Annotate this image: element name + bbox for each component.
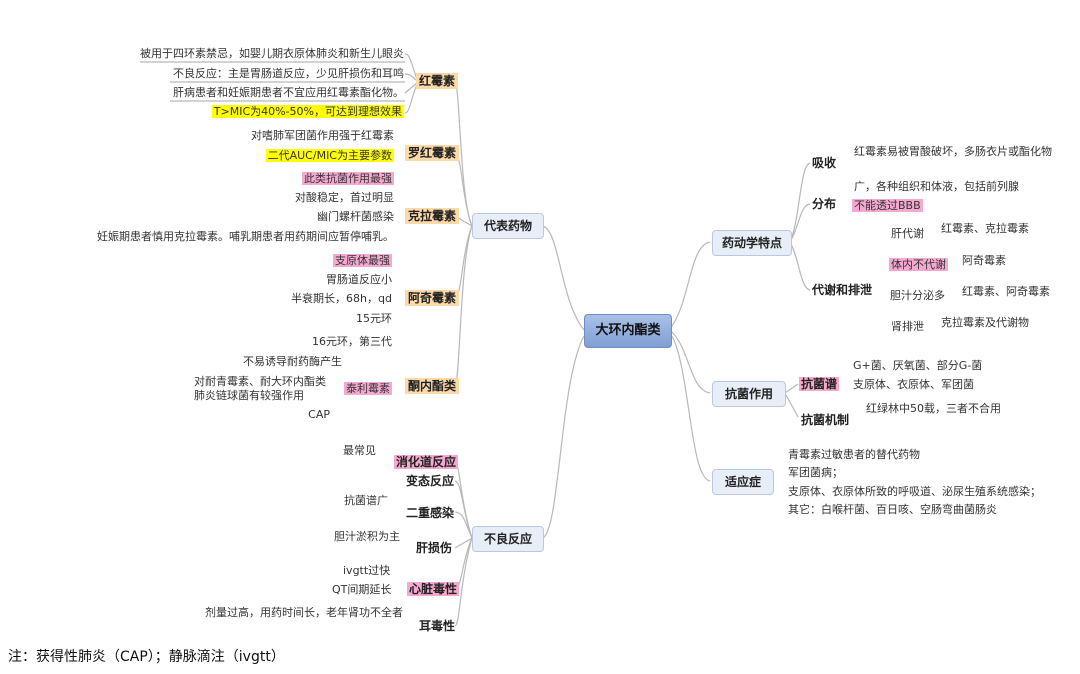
erchong-detail: 抗菌谱广: [344, 494, 388, 507]
adverse-erchong[interactable]: 二重感染: [406, 506, 455, 520]
hongmeisu-item: T>MIC为40%-50%，可达到理想效果: [211, 105, 404, 119]
daixie-detail: 红霉素、克拉霉素: [941, 222, 1029, 235]
shiying-item: 军团菌病；: [788, 466, 843, 479]
drug-tong[interactable]: 酮内酯类: [405, 378, 460, 394]
daixie-detail: 红霉素、阿奇霉素: [962, 285, 1050, 298]
xinzang-detail: ivgtt过快: [343, 564, 391, 577]
adverse-xinzang[interactable]: 心脏毒性: [407, 582, 460, 597]
drug-tailisu-label: 泰利霉素: [344, 382, 392, 395]
tailisu-item: 肺炎链球菌有较强作用: [194, 389, 304, 402]
kangjun-pu[interactable]: 抗菌谱: [799, 377, 840, 392]
shiying-item: 支原体、衣原体所致的呼吸道、泌尿生殖系统感染；: [788, 485, 1041, 498]
daixie-item: 体内不代谢: [889, 258, 948, 272]
adverse-xiaohua[interactable]: 消化道反应: [394, 455, 459, 470]
pu-detail: G+菌、厌氧菌、部分G-菌: [853, 359, 983, 372]
adverse-erdu[interactable]: 耳毒性: [419, 619, 456, 633]
branch-daibiao[interactable]: 代表药物: [472, 213, 544, 239]
branch-kangjun[interactable]: 抗菌作用: [712, 381, 786, 407]
xiaohua-detail: 最常见: [343, 444, 376, 457]
tailisu-item: CAP: [308, 408, 330, 421]
kela-highlight: 此类抗菌作用最强: [302, 172, 394, 185]
drug-hongmeisu-label: 红霉素: [416, 73, 459, 89]
hongmeisu-highlight: T>MIC为40%-50%，可达到理想效果: [211, 105, 404, 118]
adverse-xiaohua-label: 消化道反应: [394, 455, 459, 469]
drug-kela[interactable]: 克拉霉素: [405, 208, 460, 224]
center-topic[interactable]: 大环内酯类: [584, 314, 672, 348]
aqi-item: 支原体最强: [333, 254, 392, 268]
drug-luohong-label: 罗红霉素: [405, 145, 460, 161]
pk-daixie[interactable]: 代谢和排泄: [812, 283, 873, 297]
xishou-detail: 红霉素易被胃酸破坏，多肠衣片或酯化物: [854, 145, 1052, 158]
daixie-item: 肾排泄: [891, 320, 924, 333]
pu-detail: 支原体、衣原体、军团菌: [853, 378, 974, 391]
fenbu-highlight: 不能透过BBB: [852, 199, 923, 212]
jizhi-detail: 红绿林中50载，三者不合用: [866, 402, 1001, 415]
luohong-highlight: 二代AUC/MIC为主要参数: [265, 149, 394, 162]
tong-ring: 16元环，第三代: [312, 335, 392, 348]
drug-aqi-label: 阿奇霉素: [405, 290, 460, 306]
branch-shiying[interactable]: 适应症: [712, 469, 774, 495]
shiying-item: 其它：白喉杆菌、百日咳、空肠弯曲菌肠炎: [788, 503, 997, 516]
kangjun-pu-label: 抗菌谱: [799, 377, 840, 391]
shiying-item: 青霉素过敏患者的替代药物: [788, 448, 920, 461]
drug-luohong[interactable]: 罗红霉素: [405, 145, 460, 161]
tailisu-item: 不易诱导耐药酶产生: [243, 355, 342, 368]
erdu-detail: 剂量过高，用药时间长，老年肾功不全者: [205, 606, 403, 619]
adverse-gan[interactable]: 肝损伤: [416, 541, 453, 555]
drug-tailisu[interactable]: 泰利霉素: [344, 382, 392, 396]
drug-tong-label: 酮内酯类: [405, 378, 460, 394]
branch-buliang[interactable]: 不良反应: [472, 526, 544, 552]
daixie-highlight: 体内不代谢: [889, 258, 948, 271]
luohong-item: 二代AUC/MIC为主要参数: [265, 149, 394, 163]
drug-hongmeisu[interactable]: 红霉素: [416, 73, 459, 89]
fenbu-detail: 广，各种组织和体液，包括前列腺: [854, 180, 1019, 193]
footnote: 注：获得性肺炎（CAP）；静脉滴注（ivgtt）: [8, 649, 285, 665]
drug-kela-label: 克拉霉素: [405, 208, 460, 224]
tailisu-item: 对耐青霉素、耐大环内酯类: [194, 375, 326, 388]
daixie-item: 胆汁分泌多: [890, 289, 945, 302]
hongmeisu-item: 不良反应：主是胃肠道反应，少见肝损伤和耳鸣: [173, 67, 404, 80]
kela-item: 幽门螺杆菌感染: [317, 210, 394, 223]
pk-xishou[interactable]: 吸收: [812, 156, 837, 170]
adverse-xinzang-label: 心脏毒性: [407, 582, 460, 596]
daixie-detail: 克拉霉素及代谢物: [941, 316, 1029, 329]
aqi-item: 15元环: [356, 312, 392, 325]
hongmeisu-item: 肝病患者和妊娠期患者不宜应用红霉素酯化物。: [173, 86, 404, 99]
aqi-highlight: 支原体最强: [333, 254, 392, 267]
hongmeisu-item: 被用于四环素禁忌，如婴儿期衣原体肺炎和新生儿眼炎: [140, 47, 404, 60]
luohong-item: 对嗜肺军团菌作用强于红霉素: [251, 129, 394, 142]
kangjun-jizhi[interactable]: 抗菌机制: [801, 413, 850, 427]
aqi-item: 半衰期长，68h，qd: [291, 292, 392, 305]
gan-detail: 胆汁淤积为主: [334, 530, 400, 543]
daixie-item: 肝代谢: [891, 227, 924, 240]
xinzang-detail: QT间期延长: [332, 583, 392, 596]
drug-aqi[interactable]: 阿奇霉素: [405, 290, 460, 306]
kela-item: 此类抗菌作用最强: [302, 172, 394, 186]
adverse-biantai[interactable]: 变态反应: [406, 474, 455, 488]
aqi-item: 胃肠道反应小: [326, 273, 392, 286]
kela-item: 妊娠期患者慎用克拉霉素。哺乳期患者用药期间应暂停哺乳。: [97, 230, 394, 243]
fenbu-detail: 不能透过BBB: [852, 199, 923, 213]
kela-item: 对酸稳定，首过明显: [295, 191, 394, 204]
daixie-detail: 阿奇霉素: [962, 254, 1006, 267]
pk-fenbu[interactable]: 分布: [812, 197, 837, 211]
branch-yaodong[interactable]: 药动学特点: [712, 230, 792, 256]
